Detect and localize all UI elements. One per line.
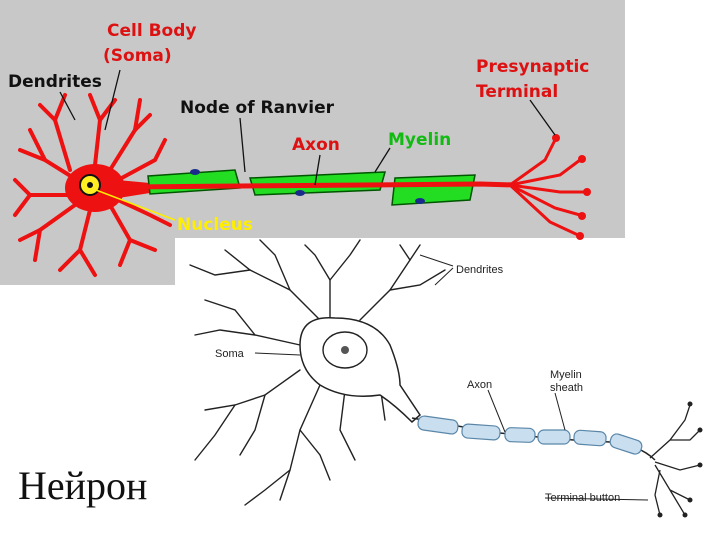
bottom-terminal-buttons bbox=[658, 402, 703, 518]
label-dendrites-bottom: Dendrites bbox=[456, 264, 504, 276]
bottom-soma bbox=[300, 318, 420, 422]
label-soma-bottom: Soma bbox=[215, 348, 245, 360]
myelin-sheath-segment bbox=[505, 427, 535, 442]
label-myelin-sheath-line1: Myelin bbox=[550, 369, 582, 381]
label-axon-bottom: Axon bbox=[467, 379, 492, 391]
myelin-sheath-segment bbox=[609, 432, 644, 455]
myelin-sheath-segment bbox=[462, 424, 501, 441]
slide-caption: Нейрон bbox=[18, 462, 147, 509]
myelin-sheath-segment bbox=[417, 415, 459, 434]
label-myelin-sheath-line2: sheath bbox=[550, 382, 583, 394]
myelin-sheath-segment bbox=[538, 430, 570, 444]
bottom-myelin-sheath bbox=[417, 415, 643, 455]
myelin-sheath-segment bbox=[574, 430, 607, 446]
bottom-axon-terminals bbox=[650, 405, 700, 515]
label-terminal-button: Terminal button bbox=[545, 492, 620, 504]
